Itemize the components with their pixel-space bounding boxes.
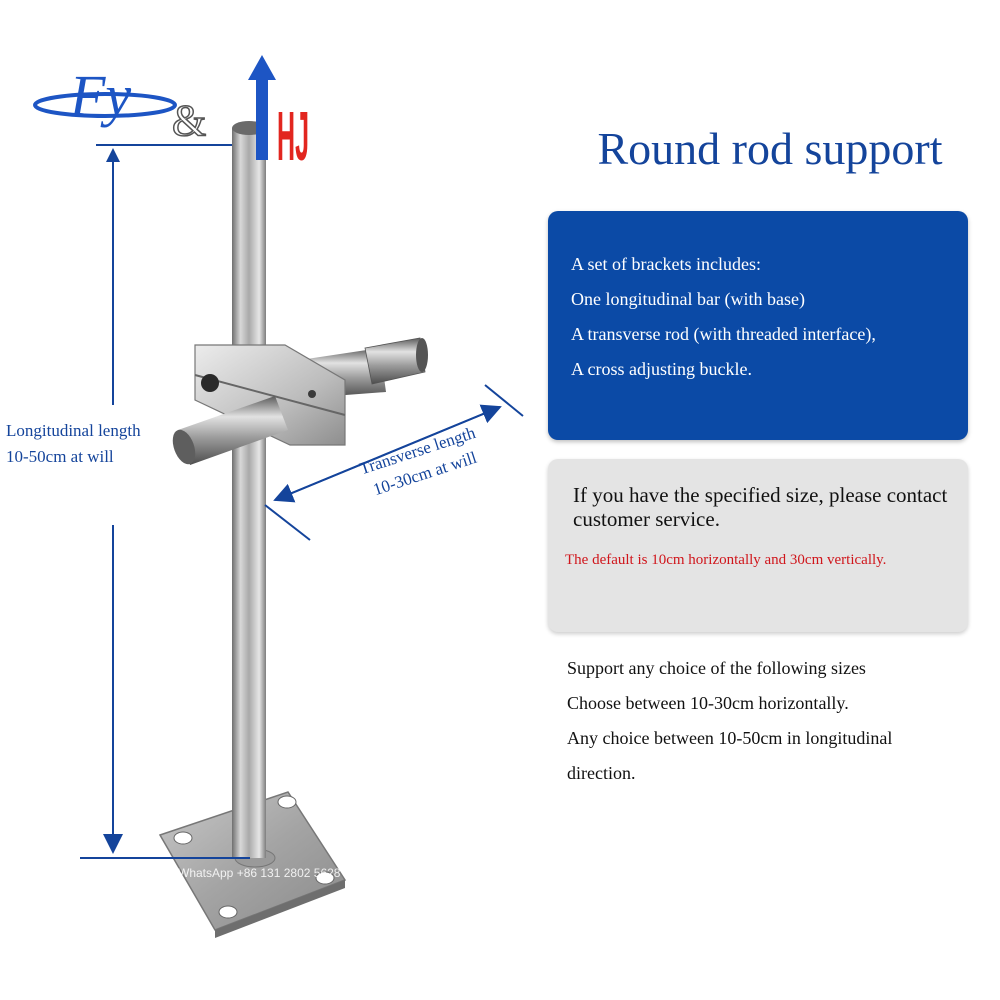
brand-logo: Fy & HJ [33,55,309,175]
logo-arrow-icon [248,55,276,160]
cross-buckle [194,344,346,446]
base-plate [158,791,347,938]
size-info-line: Choose between 10-30cm horizontally. [567,693,849,713]
kit-line: A cross adjusting buckle. [571,359,752,379]
logo-letters-left: Fy [69,63,131,128]
logo-ampersand: & [172,96,206,145]
watermark: WhatsApp +86 131 2802 5628 [178,866,341,880]
transverse-rod [172,396,288,465]
product-illustration: Fy & HJ [33,55,524,938]
kit-line: A set of brackets includes: [571,254,761,274]
longitudinal-label-line2: 10-50cm at will [6,446,114,466]
default-size-note: The default is 10cm horizontally and 30c… [565,552,887,568]
size-info-line: direction. [567,763,636,783]
custom-size-notice: If you have the specified size, please c… [548,459,968,632]
longitudinal-label-line1: Longitudinal length [6,421,141,440]
size-info-line: Any choice between 10-50cm in longitudin… [567,728,893,748]
kit-line: A transverse rod (with threaded interfac… [571,324,876,344]
kit-contents-box: A set of brackets includes: One longitud… [548,211,968,440]
longitudinal-dimension [80,144,250,859]
page-title: Round rod support [597,123,943,174]
kit-line: One longitudinal bar (with base) [571,289,805,309]
logo-letters-right: HJ [277,97,309,175]
longitudinal-rod [232,121,266,858]
transverse-dimension [264,384,524,541]
size-info-line: Support any choice of the following size… [567,658,866,678]
notice-headline: If you have the specified size, please c… [573,483,948,532]
longitudinal-label: Longitudinal length 10-50cm at will [6,418,141,469]
